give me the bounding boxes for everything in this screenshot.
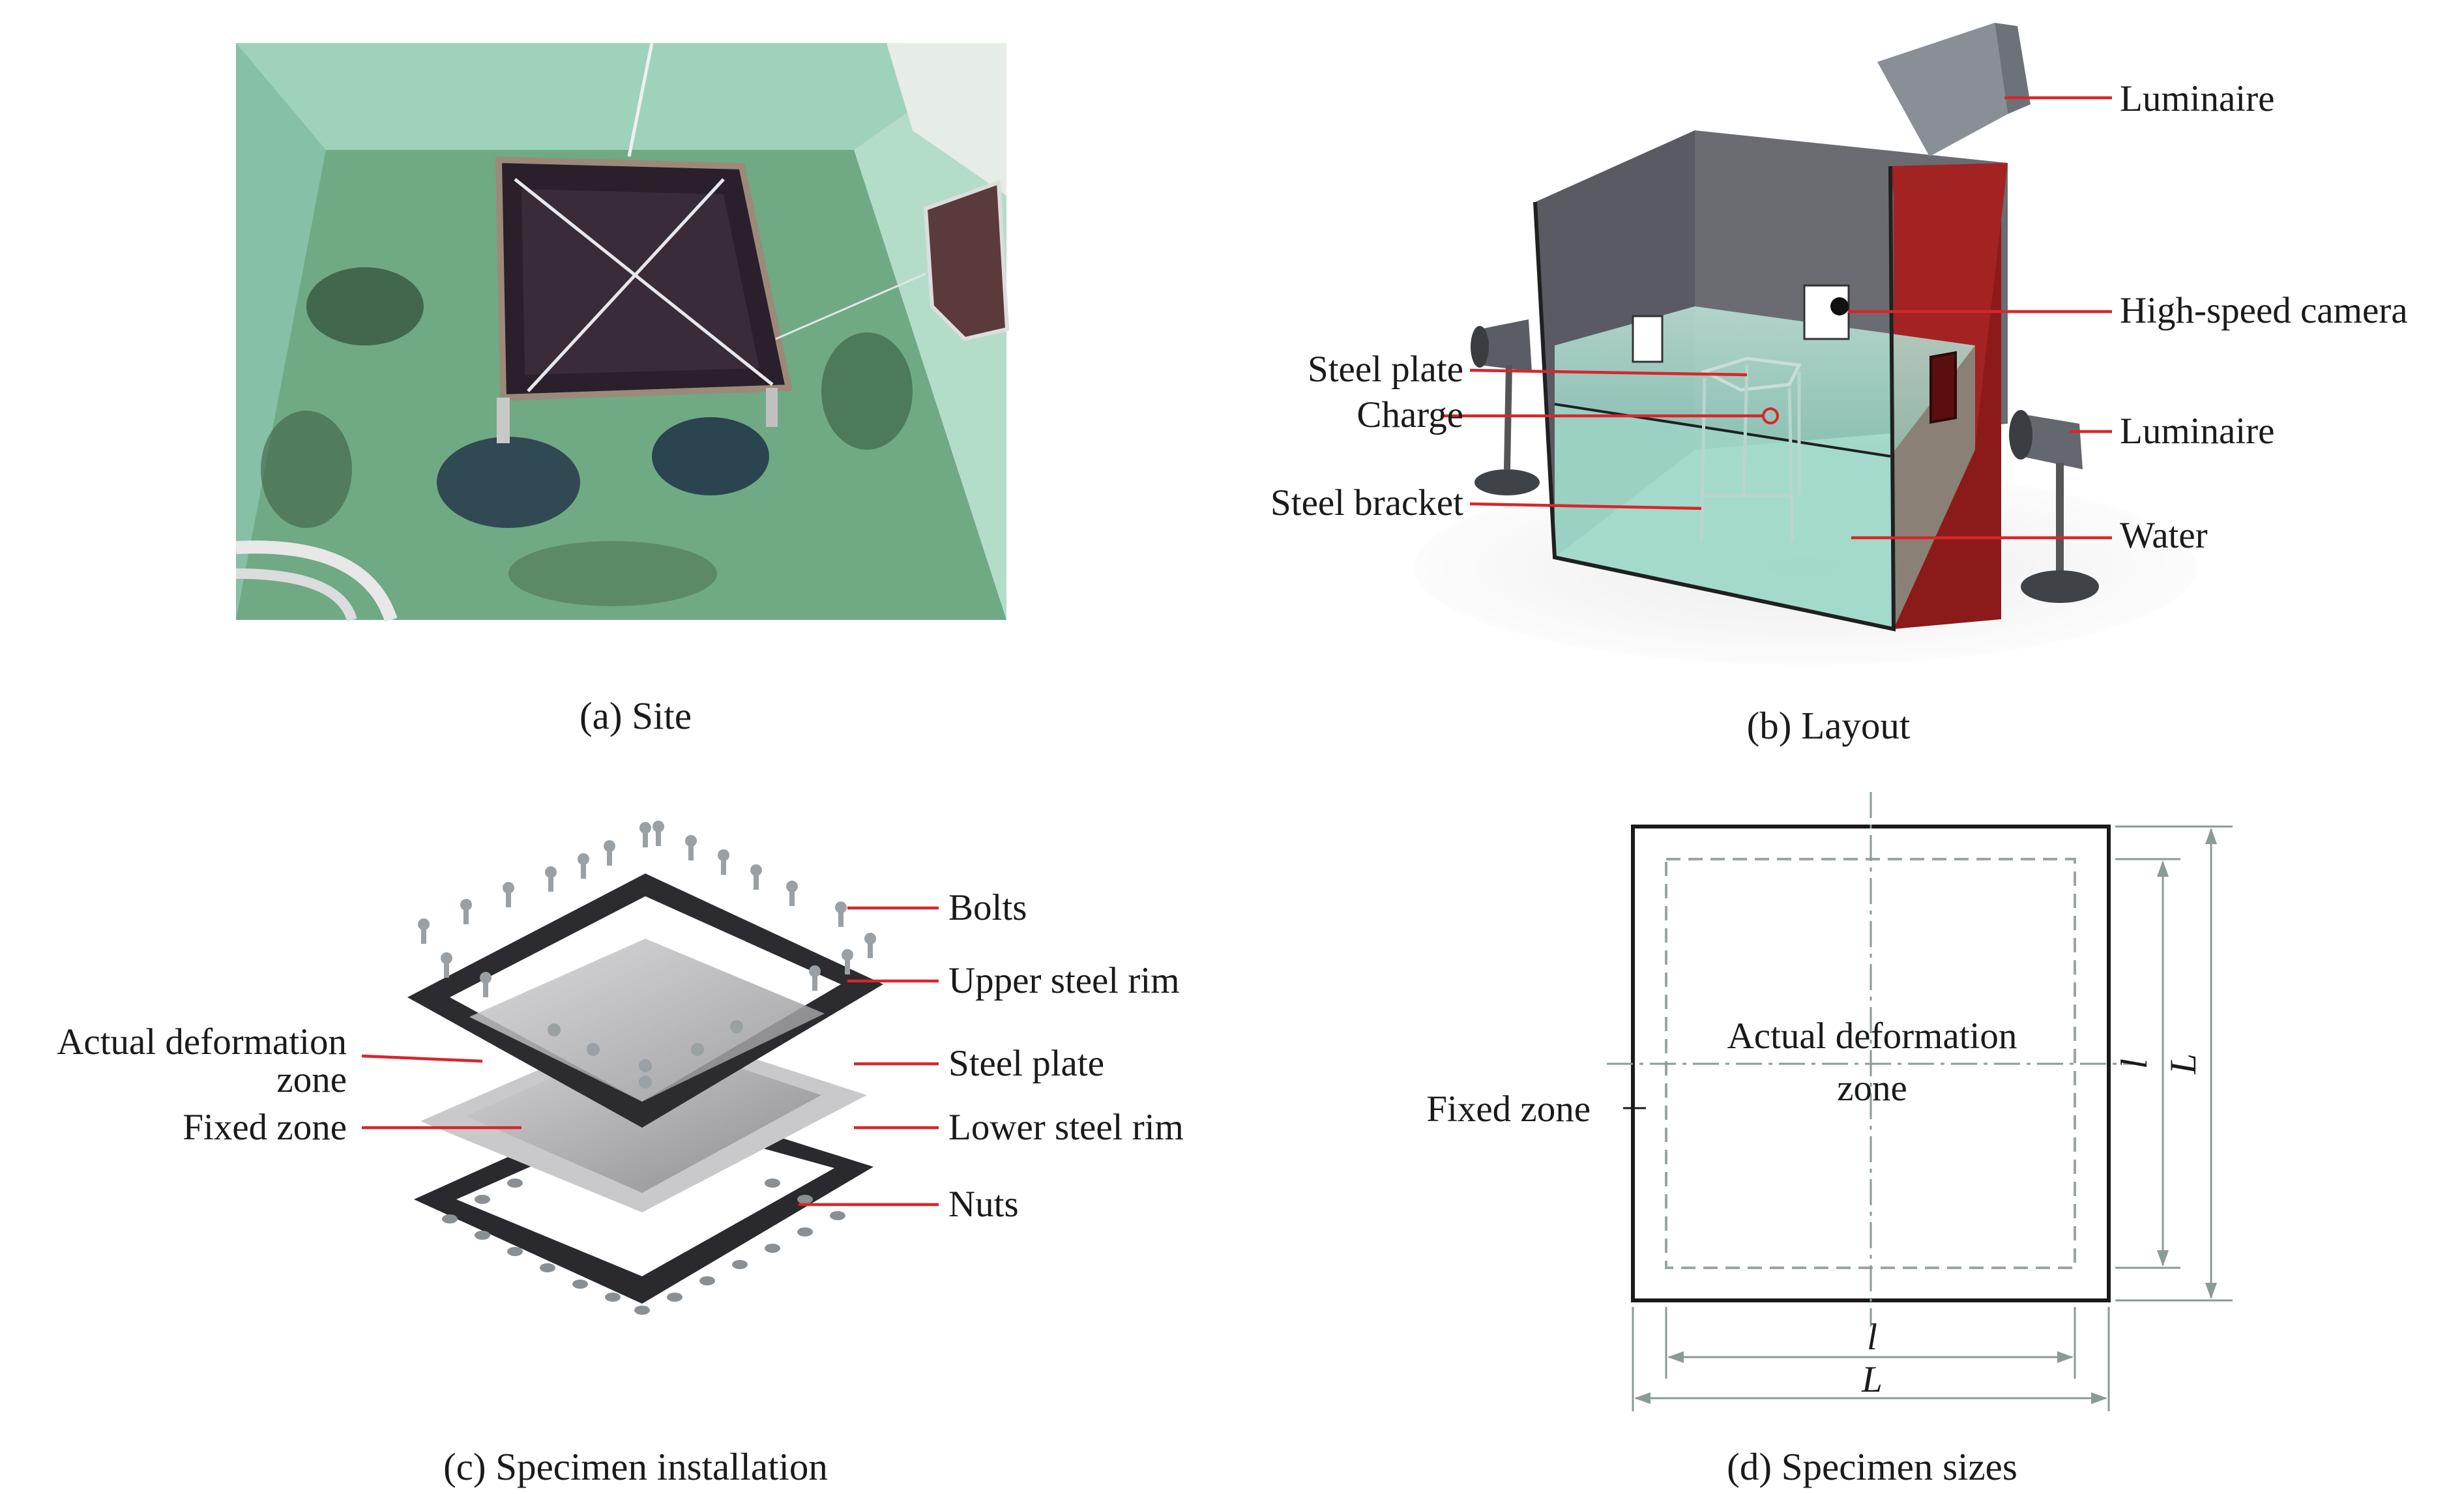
dim-outer-horizontal: L (1861, 1359, 1883, 1400)
caption-c: (c) Specimen installation (443, 1445, 828, 1488)
label-lower-steel-rim: Lower steel rim (948, 1107, 1184, 1148)
caption-d: (d) Specimen sizes (1727, 1445, 2017, 1488)
luminaire-right (2009, 410, 2099, 603)
luminaire-top (1877, 23, 2031, 156)
label-nuts: Nuts (948, 1184, 1019, 1225)
label-steel-plate-b: Steel plate (1308, 349, 1463, 390)
label-upper-steel-rim: Upper steel rim (948, 960, 1180, 1001)
luminaire-left (1471, 319, 1540, 495)
specimen-size-diagram (1607, 792, 2233, 1411)
label-luminaire-top: Luminaire (2120, 78, 2274, 119)
bolts (418, 821, 876, 1089)
site-photo (235, 42, 1010, 622)
specimen-exploded-view (407, 821, 883, 1315)
caption-b: (b) Layout (1747, 704, 1911, 747)
label-actual-zone-d-line2: zone (1837, 1068, 1907, 1109)
nuts (442, 1179, 845, 1315)
label-steel-bracket: Steel bracket (1270, 482, 1463, 523)
label-fixed-zone-d: Fixed zone (1426, 1089, 1591, 1130)
dim-inner-horizontal: l (1867, 1317, 1877, 1358)
label-steel-plate-c: Steel plate (948, 1043, 1104, 1084)
label-actual-zone-c-line2: zone (276, 1059, 347, 1100)
label-fixed-zone-c: Fixed zone (183, 1107, 347, 1148)
caption-a: (a) Site (579, 694, 692, 737)
label-water: Water (2120, 515, 2208, 556)
dim-inner-vertical: l (2114, 1059, 2155, 1069)
label-bolts: Bolts (948, 887, 1027, 928)
layout-diagram (1415, 23, 2197, 665)
label-charge: Charge (1357, 394, 1463, 435)
label-high-speed-camera: High-speed camera (2120, 290, 2408, 331)
label-actual-zone-c-line1: Actual deformation (57, 1021, 347, 1062)
label-luminaire-right: Luminaire (2120, 411, 2274, 452)
label-actual-zone-d-line1: Actual deformation (1727, 1016, 2017, 1057)
dim-outer-vertical: L (2163, 1053, 2204, 1075)
